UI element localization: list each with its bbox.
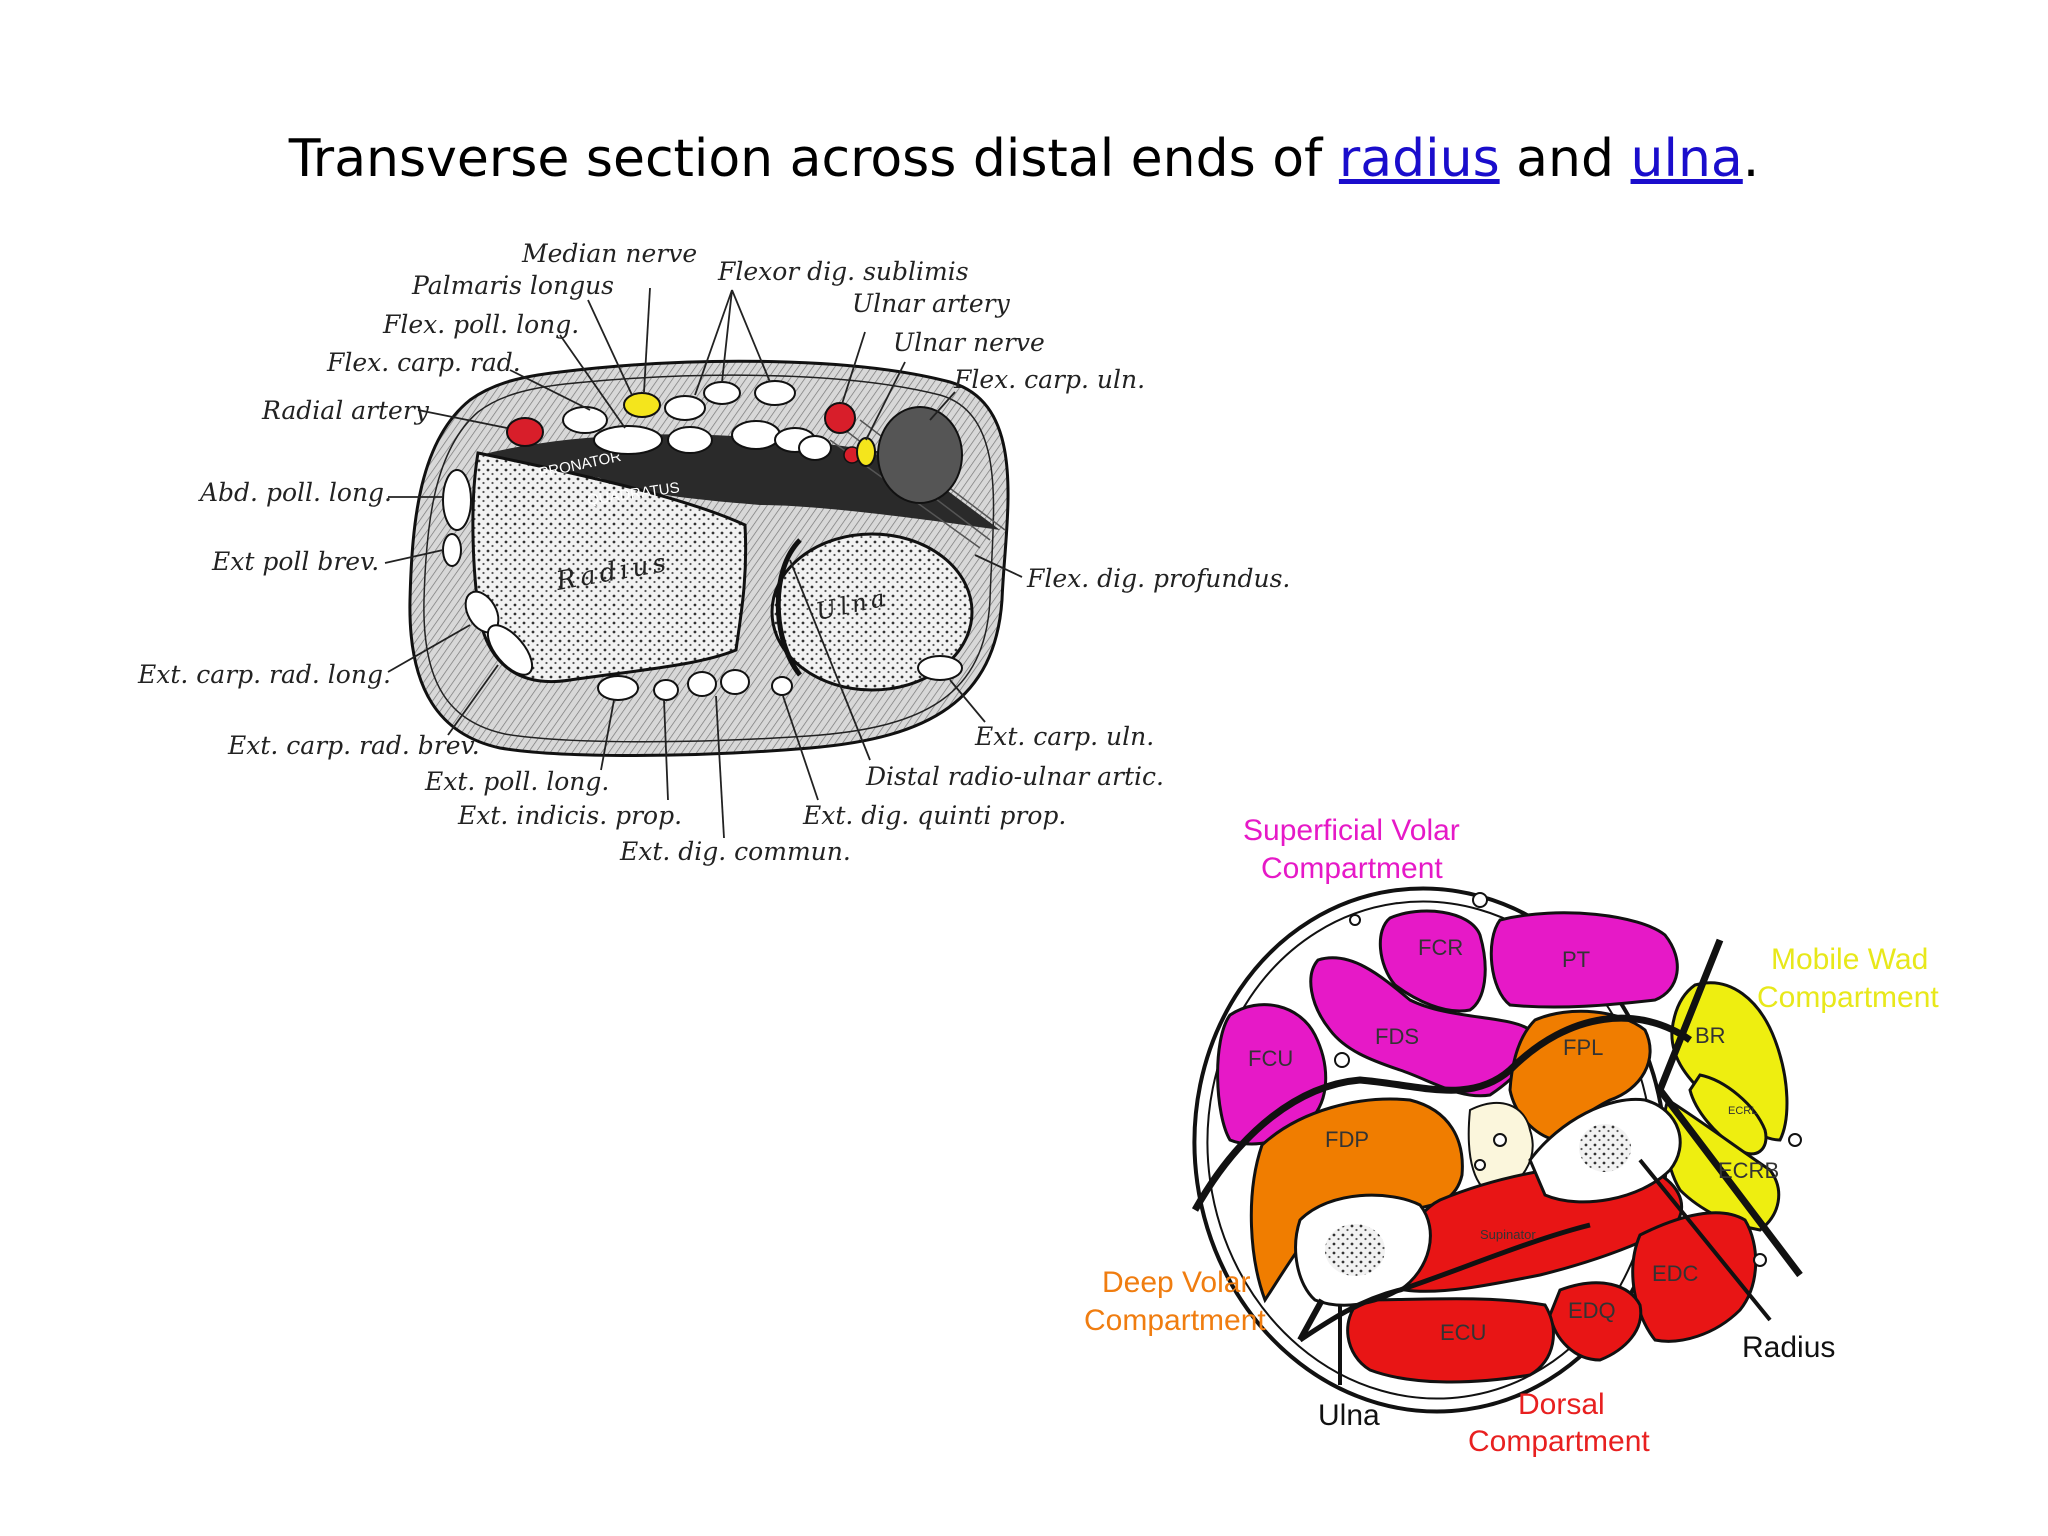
- muscle-label-fcr: FCR: [1418, 935, 1463, 960]
- label-flex-poll-long: Flex. poll. long.: [382, 310, 579, 339]
- label-ext-carp-rad-brev: Ext. carp. rad. brev.: [227, 731, 480, 760]
- dorsal-label-line2: Compartment: [1468, 1425, 1650, 1458]
- median-nerve: [623, 392, 661, 418]
- radius-label-colored: Radius: [1742, 1331, 1835, 1364]
- compartment-diagram-figure: FCR PT FDS FCU FPL BR ECRL FDP ECRB Supi…: [1084, 814, 1939, 1458]
- label-ext-dig-quinti-prop: Ext. dig. quinti prop.: [802, 801, 1066, 830]
- edq-tendon: [771, 676, 793, 696]
- muscle-label-fcu: FCU: [1248, 1046, 1293, 1071]
- ulna-marrow: [1325, 1224, 1385, 1276]
- muscle-label-fdp: FDP: [1325, 1127, 1369, 1152]
- vessel-dot: [1472, 892, 1488, 908]
- label-flex-carp-uln: Flex. carp. uln.: [953, 365, 1145, 394]
- deep-volar-label-line2: Compartment: [1084, 1304, 1266, 1337]
- dorsal-left-boundary: [1297, 1298, 1325, 1342]
- label-flexor-dig-sublimis: Flexor dig. sublimis: [717, 257, 969, 286]
- ulnar-artery: [824, 402, 856, 434]
- label-ext-poll-long: Ext. poll. long.: [424, 767, 609, 796]
- dorsal-label-line1: Dorsal: [1518, 1388, 1605, 1421]
- deep-volar-label-line1: Deep Volar: [1102, 1266, 1250, 1299]
- fds-tendon-3: [754, 380, 796, 406]
- label-ulnar-nerve: Ulnar nerve: [893, 328, 1045, 357]
- slide-title: Transverse section across distal ends of…: [0, 128, 2048, 190]
- label-palmaris-longus: Palmaris longus: [411, 271, 614, 300]
- fcu-muscle: [877, 406, 963, 504]
- volar-boundary-line: [1191, 1014, 1693, 1212]
- label-ext-indicis-prop: Ext. indicis. prop.: [457, 801, 682, 830]
- label-abd-poll-long: Abd. poll. long.: [198, 478, 392, 507]
- mobile-wad-boundary-line: [1656, 938, 1803, 1278]
- deep-dorsal-boundary-line: [1298, 1222, 1591, 1343]
- label-flex-carp-rad: Flex. carp. rad.: [326, 348, 521, 377]
- label-ext-dig-commun: Ext. dig. commun.: [619, 837, 851, 866]
- muscle-label-ecrb: ECRB: [1718, 1158, 1779, 1183]
- muscle-label-edc: EDC: [1652, 1261, 1699, 1286]
- title-middle: and: [1499, 129, 1631, 189]
- pt-muscle: [1489, 911, 1679, 1009]
- ecu-tendon: [917, 655, 963, 681]
- muscle-label-supinator: Supinator: [1480, 1227, 1536, 1242]
- vessel-dot: [1493, 1133, 1507, 1147]
- fdp-tendon-3: [798, 435, 832, 461]
- fcr-tendon: [562, 406, 608, 434]
- fpl-tendon: [593, 425, 663, 455]
- title-suffix: .: [1742, 129, 1760, 189]
- muscle-label-fpl: FPL: [1563, 1035, 1603, 1060]
- edc-tendon-1: [687, 671, 717, 697]
- label-ext-carp-rad-long: Ext. carp. rad. long.: [137, 660, 391, 689]
- apl-tendon: [442, 469, 472, 531]
- edc-tendon-2: [720, 669, 750, 695]
- vessel-dot: [1349, 914, 1361, 926]
- ulnar-nerve: [856, 437, 876, 467]
- muscle-label-edq: EDQ: [1568, 1298, 1616, 1323]
- muscle-label-ecrl: ECRL: [1728, 1105, 1757, 1117]
- ulna-label-colored: Ulna: [1318, 1399, 1380, 1432]
- mobile-wad-label-line2: Compartment: [1757, 981, 1939, 1014]
- label-ext-carp-uln: Ext. carp. uln.: [974, 722, 1154, 751]
- ecu-muscle: [1346, 1297, 1555, 1384]
- fds-muscle: [1309, 956, 1534, 1098]
- epb-tendon: [442, 533, 462, 567]
- label-radial-artery: Radial artery: [261, 396, 430, 425]
- vessel-dot: [1334, 1052, 1350, 1068]
- leader-lines: [384, 287, 1023, 839]
- ulna-bone: [770, 532, 974, 692]
- ulna-link[interactable]: ulna: [1630, 129, 1743, 189]
- fds-tendon-4: [667, 426, 713, 454]
- muscle-label-pt: PT: [1562, 947, 1590, 972]
- vessel-dot: [1753, 1253, 1767, 1267]
- ecrb-tendon: [486, 624, 534, 676]
- radius-marrow: [1579, 1124, 1631, 1172]
- vessel-dot: [1788, 1133, 1802, 1147]
- edq-muscle: [1548, 1281, 1643, 1362]
- fds-tendon-1: [664, 395, 706, 421]
- fdp-tendon-1: [731, 420, 781, 450]
- ecrl-muscle: [1688, 1073, 1768, 1156]
- fds-tendon-2: [703, 381, 741, 405]
- vessel-dot: [1474, 1159, 1486, 1171]
- muscle-label-ecu: ECU: [1440, 1320, 1486, 1345]
- gray-cross-section-figure: PRONATOR QUADRATUS Radius Ulna: [137, 239, 1290, 866]
- radial-artery: [506, 417, 544, 447]
- epl-tendon: [597, 675, 639, 701]
- mobile-wad-label-line1: Mobile Wad: [1771, 943, 1928, 976]
- superficial-volar-label-line1: Superficial Volar: [1243, 814, 1460, 847]
- eip-tendon: [653, 679, 679, 701]
- muscle-label-fds: FDS: [1375, 1024, 1419, 1049]
- distal-radio-ulnar-joint: [775, 538, 802, 677]
- label-ulnar-artery: Ulnar artery: [852, 289, 1011, 318]
- muscle-label-br: BR: [1695, 1023, 1726, 1048]
- radius-link[interactable]: radius: [1338, 129, 1500, 189]
- radius-pointer: [1638, 1158, 1772, 1322]
- label-ext-poll-brev: Ext poll brev.: [211, 547, 379, 576]
- label-distal-radio-ulnar-artic: Distal radio-ulnar artic.: [865, 762, 1164, 791]
- label-median-nerve: Median nerve: [521, 239, 697, 268]
- superficial-volar-label-line2: Compartment: [1261, 852, 1443, 885]
- label-flex-dig-profundus: Flex. dig. profundus.: [1026, 564, 1290, 593]
- fcr-muscle: [1378, 909, 1487, 1013]
- title-prefix: Transverse section across distal ends of: [288, 129, 1339, 189]
